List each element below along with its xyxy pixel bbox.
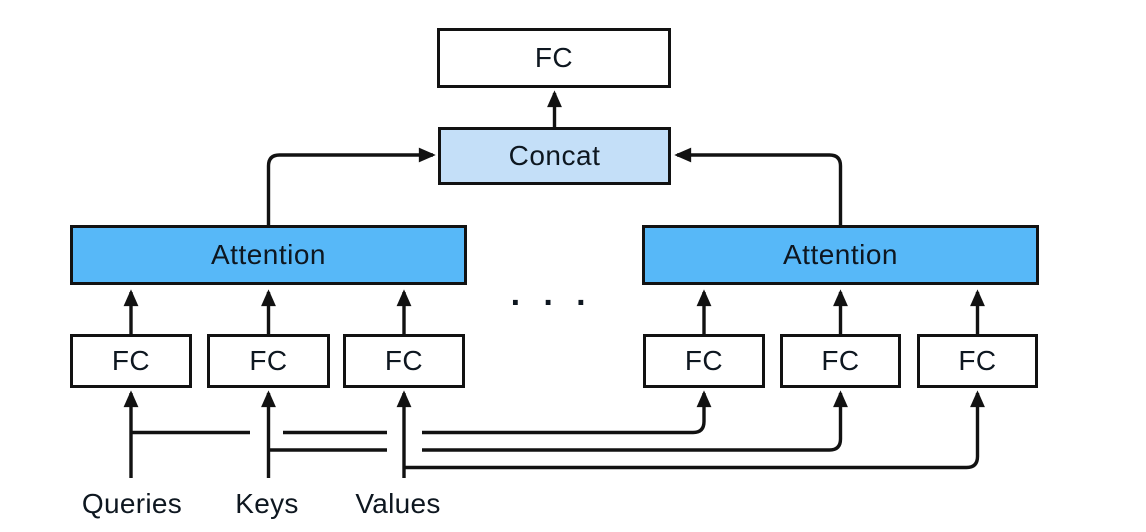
node-attention-left: Attention xyxy=(70,225,467,285)
label-keys: Keys xyxy=(235,488,299,519)
node-fc-left-1: FC xyxy=(70,334,192,388)
wire-values-to-fc-r3 xyxy=(404,390,985,470)
node-attention-right: Attention xyxy=(642,225,1039,285)
node-fc-left-2: FC xyxy=(207,334,330,388)
ellipsis-more-heads: · · · xyxy=(510,284,594,322)
node-fc-right-2: FC xyxy=(780,334,901,388)
wire-keys-to-fc-r2 xyxy=(268,393,841,452)
arrow-left-attention-to-concat xyxy=(266,147,436,225)
node-concat: Concat xyxy=(438,127,671,185)
label-queries: Queries xyxy=(81,488,183,519)
node-fc-left-3: FC xyxy=(343,334,465,388)
label-values: Values xyxy=(355,488,441,519)
arrow-right-attention-to-concat xyxy=(674,147,843,225)
wire-queries-to-fc-r1 xyxy=(131,393,704,435)
node-fc-right-3: FC xyxy=(917,334,1038,388)
node-fc-right-1: FC xyxy=(643,334,765,388)
node-output-fc: FC xyxy=(437,28,671,88)
